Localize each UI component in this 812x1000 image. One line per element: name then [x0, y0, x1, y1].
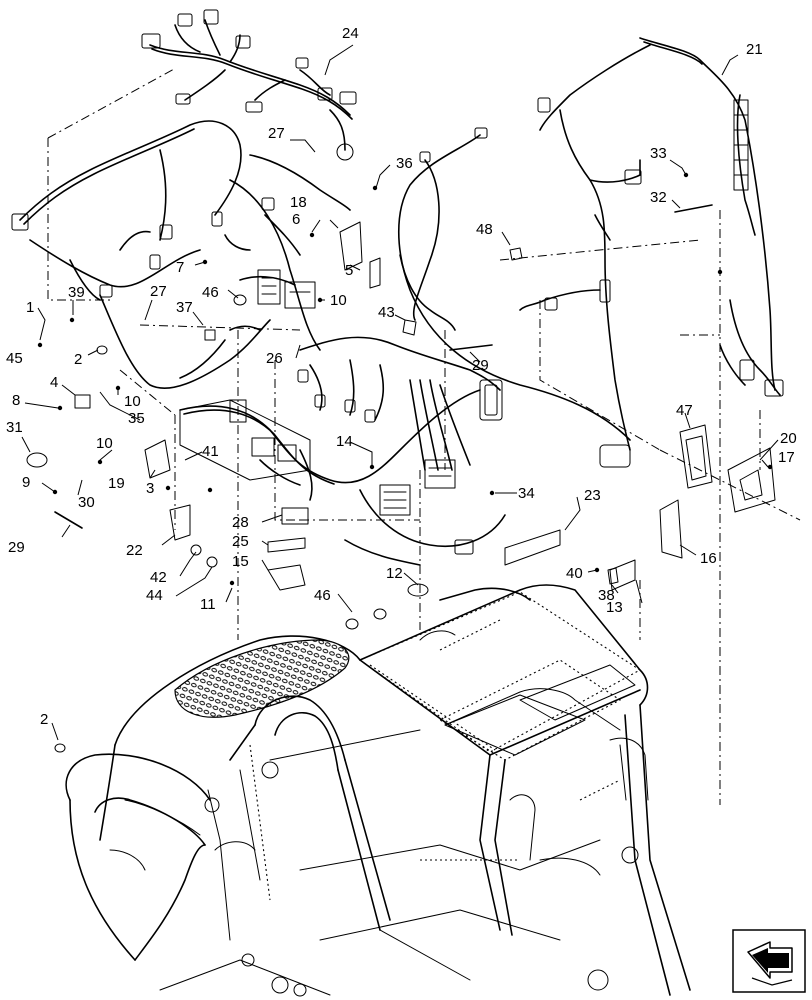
callout-15: 15 — [232, 553, 249, 570]
leader-lines — [21, 44, 779, 741]
callout-39: 39 — [68, 284, 85, 301]
callout-16: 16 — [700, 550, 717, 567]
callout-8: 8 — [12, 392, 20, 409]
callout-12: 12 — [386, 565, 403, 582]
callout-26: 26 — [266, 350, 283, 367]
callout-33: 33 — [650, 145, 667, 162]
small-parts — [26, 172, 776, 753]
callout-17: 17 — [778, 449, 795, 466]
callout-27: 27 — [150, 283, 167, 300]
callout-32: 32 — [650, 189, 667, 206]
callout-48: 48 — [476, 221, 493, 238]
right-harness — [519, 37, 784, 468]
callout-30: 30 — [78, 494, 95, 511]
callout-29: 29 — [472, 357, 489, 374]
callout-37: 37 — [176, 299, 193, 316]
callout-35: 35 — [128, 410, 145, 427]
callout-10: 10 — [124, 393, 141, 410]
callout-10: 10 — [330, 292, 347, 309]
long-cables — [398, 127, 631, 441]
callout-38: 38 — [598, 587, 615, 604]
callout-28: 28 — [232, 514, 249, 531]
machine-body — [65, 584, 691, 997]
callout-29: 29 — [8, 539, 25, 556]
callout-20: 20 — [780, 430, 797, 447]
main-harness — [11, 120, 351, 389]
callout-34: 34 — [518, 485, 535, 502]
callout-22: 22 — [126, 542, 143, 559]
callout-3: 3 — [146, 480, 154, 497]
callout-13: 13 — [606, 599, 623, 616]
callout-1: 1 — [26, 299, 34, 316]
callout-27: 27 — [268, 125, 285, 142]
callout-2: 2 — [74, 351, 82, 368]
center-harness — [179, 336, 506, 566]
callout-36: 36 — [396, 155, 413, 172]
callout-46: 46 — [314, 587, 331, 604]
phantom-lines — [47, 67, 801, 805]
callout-6: 6 — [292, 211, 300, 228]
callout-11: 11 — [200, 596, 216, 613]
callout-41: 41 — [202, 443, 219, 460]
callout-24: 24 — [342, 25, 359, 42]
callout-18: 18 — [290, 194, 307, 211]
callout-45: 45 — [6, 350, 23, 367]
callout-23: 23 — [584, 487, 601, 504]
callout-5: 5 — [345, 262, 353, 279]
callout-40: 40 — [566, 565, 583, 582]
callout-44: 44 — [146, 587, 163, 604]
callout-9: 9 — [22, 474, 30, 491]
callout-42: 42 — [150, 569, 167, 586]
callout-2: 2 — [40, 711, 48, 728]
callout-7: 7 — [176, 259, 184, 276]
callout-labels: 24 21 27 33 36 32 18 6 48 7 5 46 10 39 2… — [6, 25, 797, 728]
callout-46: 46 — [202, 284, 219, 301]
callout-25: 25 — [232, 533, 249, 550]
callout-21: 21 — [746, 41, 763, 58]
callout-19: 19 — [108, 475, 125, 492]
upper-harness — [141, 9, 357, 161]
orientation-arrow-icon — [732, 929, 806, 993]
callout-4: 4 — [50, 374, 58, 391]
callout-31: 31 — [6, 419, 23, 436]
callout-47: 47 — [676, 402, 693, 419]
callout-10: 10 — [96, 435, 113, 452]
callout-14: 14 — [336, 433, 353, 450]
callout-43: 43 — [378, 304, 395, 321]
